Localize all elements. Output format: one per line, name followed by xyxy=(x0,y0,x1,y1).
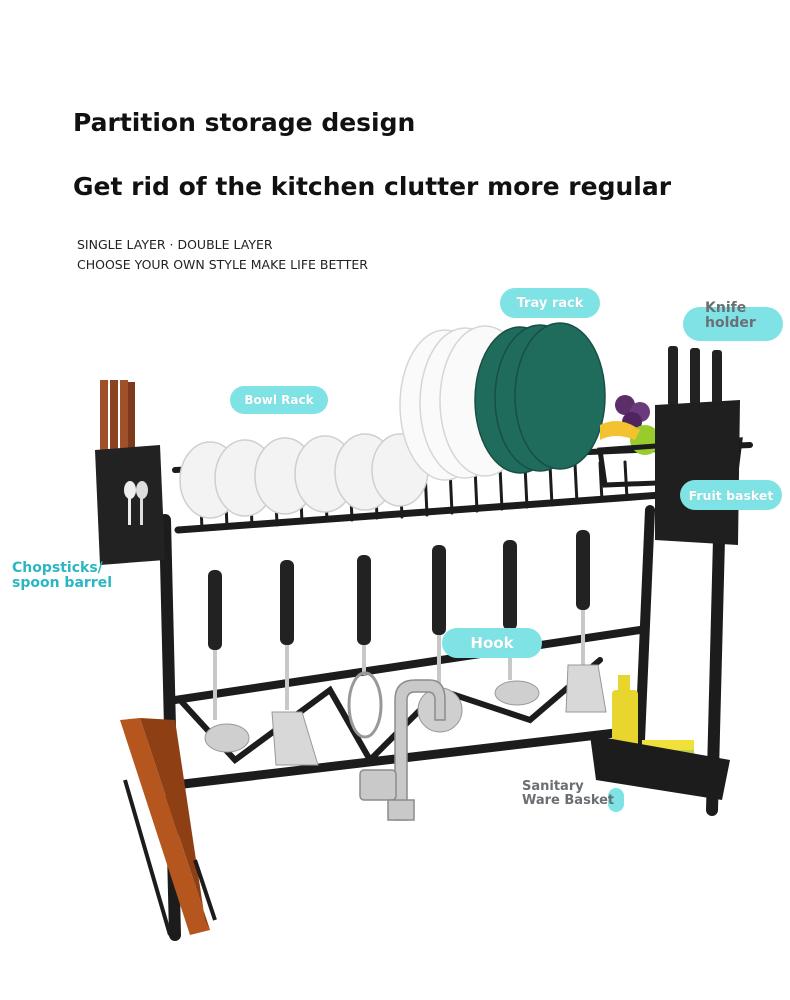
hanging-utensils xyxy=(204,530,607,766)
label-chopsticks-barrel: Chopsticks/ spoon barrel xyxy=(12,560,113,592)
teal-plates xyxy=(474,322,606,474)
label-fruit-basket: Fruit basket xyxy=(680,480,782,510)
label-chopsticks-line2: spoon barrel xyxy=(12,575,113,592)
label-hook: Hook xyxy=(442,628,542,658)
label-knife-holder-line1: Knife xyxy=(705,300,747,316)
page-title: Partition storage design xyxy=(73,108,416,137)
label-sanitary-basket: Sanitary Ware Basket xyxy=(522,779,624,812)
label-chopsticks-line1: Chopsticks/ xyxy=(12,560,103,576)
label-knife-holder-line2: holder xyxy=(705,315,756,332)
sanitary-basket xyxy=(590,675,730,800)
label-sanitary-line1: Sanitary xyxy=(522,779,584,794)
label-knife-holder: Knife holder xyxy=(683,300,783,341)
bowls xyxy=(179,433,429,519)
label-tray-rack: Tray rack xyxy=(500,288,600,318)
subtext-line-2: CHOOSE YOUR OWN STYLE MAKE LIFE BETTER xyxy=(77,257,368,272)
label-sanitary-line2: Ware Basket xyxy=(522,793,615,809)
page-subtitle: Get rid of the kitchen clutter more regu… xyxy=(73,172,672,201)
cutting-board xyxy=(120,718,217,936)
chopstick-barrel xyxy=(95,380,165,565)
faucet xyxy=(359,679,446,821)
label-bowl-rack: Bowl Rack xyxy=(230,386,328,414)
knife-holder xyxy=(655,346,740,545)
subtext-line-1: SINGLE LAYER · DOUBLE LAYER xyxy=(77,237,273,252)
